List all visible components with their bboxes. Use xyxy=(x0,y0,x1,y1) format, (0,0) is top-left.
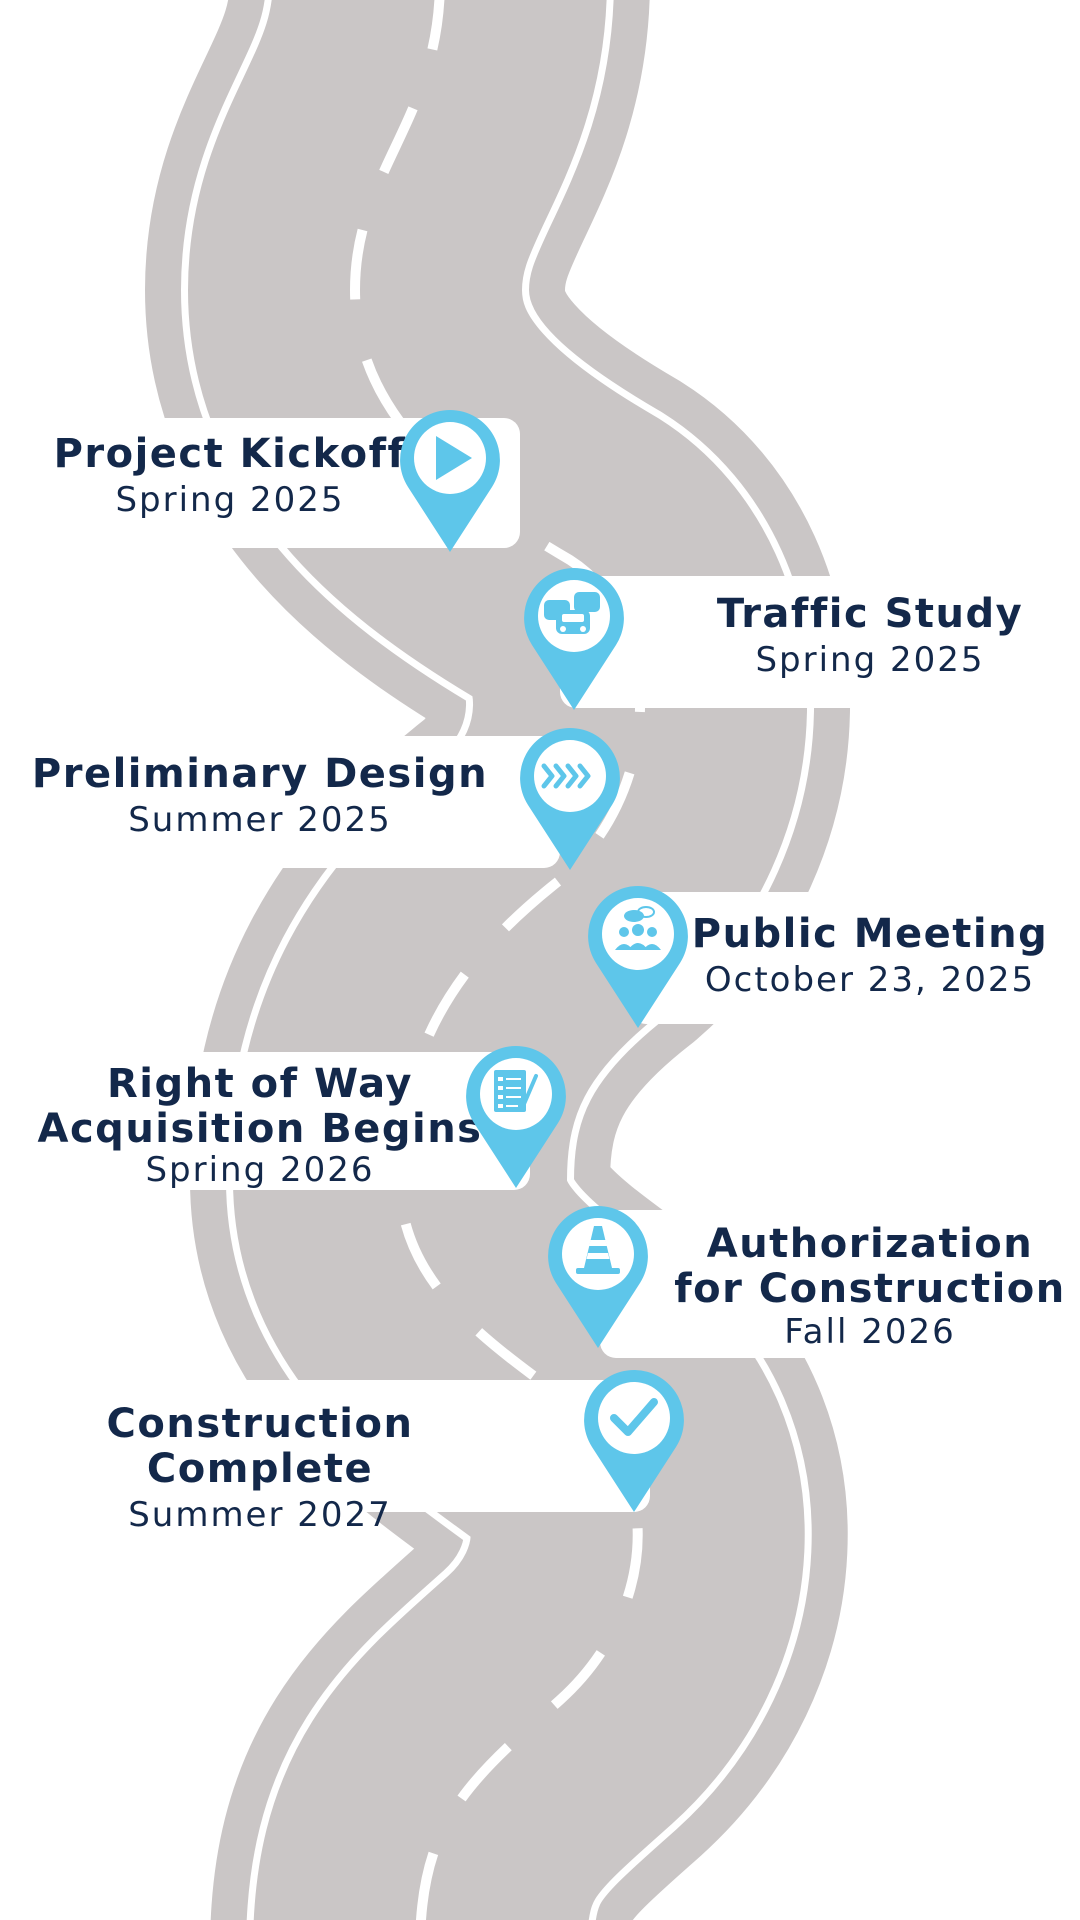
milestone-preliminary-design: Preliminary Design Summer 2025 xyxy=(0,752,520,843)
milestone-traffic-study: Traffic Study Spring 2025 xyxy=(610,592,1080,683)
label-panel xyxy=(630,892,1080,1024)
milestone-title: Right of Way Acquisition Begins xyxy=(0,1062,520,1152)
label-panel xyxy=(560,576,1080,708)
label-panel xyxy=(0,418,520,548)
milestone-date: Summer 2025 xyxy=(128,800,392,840)
milestone-public-meeting: Public Meeting October 23, 2025 xyxy=(610,912,1080,1003)
milestone-title: Preliminary Design xyxy=(31,751,489,797)
milestone-pin xyxy=(588,886,688,1028)
checkmark-icon xyxy=(584,1370,684,1512)
label-panel xyxy=(0,1380,650,1512)
chevrons-icon xyxy=(520,728,620,870)
milestone-right-of-way: Right of Way Acquisition Begins Spring 2… xyxy=(0,1062,520,1190)
milestone-title-line: for Construction xyxy=(674,1266,1066,1312)
checklist-icon xyxy=(466,1046,566,1188)
milestone-pin xyxy=(466,1046,566,1188)
play-icon xyxy=(400,410,500,552)
milestone-date: Fall 2026 xyxy=(784,1312,956,1352)
label-panel xyxy=(600,1210,1080,1358)
traffic-cone-icon xyxy=(548,1206,648,1348)
milestone-title: Authorization for Construction xyxy=(610,1222,1080,1312)
people-icon xyxy=(588,886,688,1028)
milestone-pin xyxy=(584,1370,684,1512)
milestone-pin xyxy=(524,568,624,710)
milestone-title: Public Meeting xyxy=(691,911,1049,957)
milestone-project-kickoff: Project Kickoff Spring 2025 xyxy=(0,432,490,523)
milestone-date: October 23, 2025 xyxy=(704,960,1036,1000)
milestone-title-line: Acquisition Begins xyxy=(37,1106,483,1152)
milestone-authorization: Authorization for Construction Fall 2026 xyxy=(610,1222,1080,1353)
milestone-date: Spring 2025 xyxy=(115,480,345,520)
road-center-dashes xyxy=(349,0,646,1920)
milestone-date: Spring 2026 xyxy=(145,1150,375,1190)
milestone-title: Construction Complete xyxy=(106,1401,414,1492)
milestone-pin xyxy=(520,728,620,870)
milestone-pin xyxy=(400,410,500,552)
milestone-construction-complete: Construction Complete Summer 2027 xyxy=(0,1402,520,1538)
label-panel xyxy=(0,736,560,868)
milestone-date: Spring 2025 xyxy=(755,640,985,680)
milestone-pin xyxy=(548,1206,648,1348)
label-panel xyxy=(0,1052,530,1190)
milestone-title: Traffic Study xyxy=(716,591,1024,637)
milestone-date: Summer 2027 xyxy=(128,1495,392,1535)
milestone-title: Project Kickoff xyxy=(53,431,407,477)
milestone-title-line: Right of Way xyxy=(106,1061,413,1107)
milestone-title-line: Authorization xyxy=(706,1221,1034,1267)
cars-icon xyxy=(524,568,624,710)
